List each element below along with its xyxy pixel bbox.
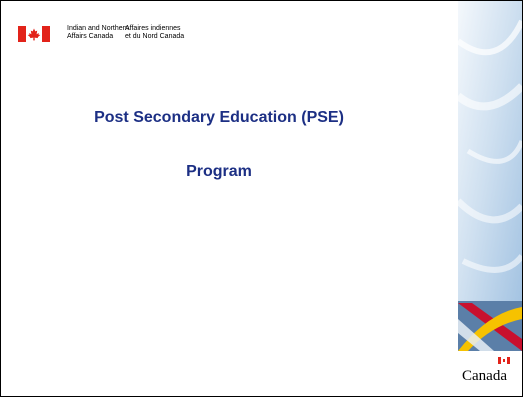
department-name-french: Affaires indiennes et du Nord Canada <box>125 25 184 41</box>
department-name-french-line2: et du Nord Canada <box>125 33 185 40</box>
wordmark-flag-icon <box>498 357 510 364</box>
slide-title: Post Secondary Education (PSE) <box>94 109 344 126</box>
decorative-band <box>458 1 522 351</box>
canada-flag-icon <box>18 26 50 42</box>
canada-wordmark: Canada <box>462 357 510 389</box>
department-name-english: Indian and Northern Affairs Canada <box>67 25 129 41</box>
department-name-english-line1: Indian and Northern <box>67 25 129 32</box>
canada-wordmark-text: Canada <box>462 368 507 384</box>
department-name-french-line1: Affaires indiennes <box>125 25 181 32</box>
department-name-english-line2: Affairs Canada <box>67 33 114 40</box>
slide-subtitle: Program <box>186 163 252 180</box>
